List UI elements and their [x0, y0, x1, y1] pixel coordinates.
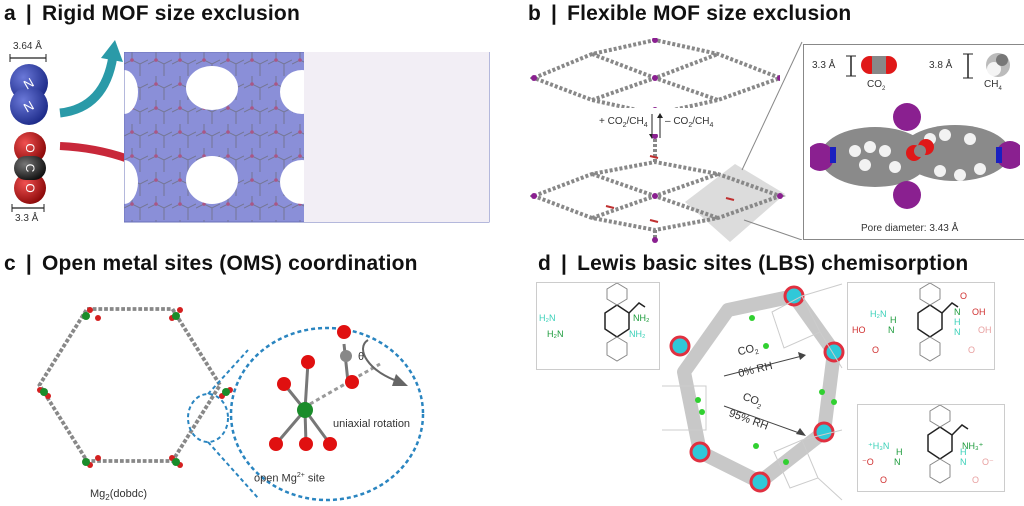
mg-dobdc-framework — [37, 307, 233, 468]
panel-a-title-text: Rigid MOF size exclusion — [41, 2, 300, 25]
carbamic-oh-top: OH — [972, 307, 986, 317]
panel-a: 3.64 Å N N O C O 3.3 Å — [0, 30, 500, 250]
carbamic-o-right: O — [968, 345, 976, 355]
flexible-mof-closed — [530, 134, 786, 243]
adsorb-label: + CO2/CH4 — [599, 116, 648, 129]
carbamate-o-minus-right: O⁻ — [982, 457, 994, 467]
site-label: open Mg2+ site — [254, 472, 325, 485]
title-separator: | — [551, 2, 558, 25]
n2-scale-bar — [9, 54, 47, 62]
rotation-label: uniaxial rotation — [333, 418, 411, 430]
co2-atom-c: C — [23, 164, 37, 173]
co2-atom-o2: O — [23, 183, 37, 192]
co2-size-label: 3.3 Å — [812, 60, 836, 71]
co2-name-label: CO2 — [867, 79, 886, 92]
amine-cyan-right-label: NH₂ — [629, 329, 646, 339]
co2-molecule: O C O — [14, 132, 46, 204]
d-callout-lines — [771, 283, 843, 501]
ch4-size-bar — [963, 53, 973, 79]
carbamate-o-left: O — [880, 475, 888, 485]
pore-spacefill-model — [810, 103, 1020, 209]
framework-label: Mg2(dobdc) — [90, 488, 148, 503]
co2-scale-bar — [11, 204, 45, 212]
rejection-arrow-icon — [59, 40, 123, 118]
carbamic-n-left: N — [888, 325, 895, 335]
panel-c-title-text: Open metal sites (OMS) coordination — [41, 252, 418, 275]
panel-a-title: a | Rigid MOF size exclusion — [4, 2, 300, 26]
carbamic-h-right: H — [954, 317, 961, 327]
carbamate-o-minus-left: ⁻O — [862, 457, 874, 467]
carbamate-o-right: O — [972, 475, 980, 485]
panel-c-letter: c — [4, 252, 16, 275]
desorb-label: – CO2/CH4 — [665, 116, 714, 129]
amine-top-label: NH₂ — [633, 313, 650, 323]
carbamic-h-left: H — [890, 315, 897, 325]
panel-b: + CO2/CH4 – CO2/CH4 3.3 Å CO2 3.8 Å CH4 — [512, 30, 1024, 250]
n2-molecule: N N — [10, 64, 48, 125]
carbamate-h-right: H — [960, 447, 967, 457]
pore-diameter-label: Pore diameter: 3.43 Å — [861, 223, 959, 234]
amine-green-label: H₂N — [547, 329, 564, 339]
zoom-callout-lines — [741, 41, 803, 240]
panel-b-title: b | Flexible MOF size exclusion — [528, 2, 851, 26]
biphenyl-backbone — [927, 405, 969, 484]
title-separator: | — [25, 2, 32, 25]
ch4-name-label: CH4 — [984, 79, 1002, 92]
carbamate-n-left: N — [894, 457, 901, 467]
ammonium-right-label: NH₃⁺ — [962, 441, 984, 451]
panel-b-title-text: Flexible MOF size exclusion — [567, 2, 852, 25]
title-separator: | — [561, 252, 568, 275]
biphenyl-backbone — [917, 283, 959, 362]
carbamate-box: ⁺H₃N NH₃⁺ ⁻O O N H H N O⁻ O — [857, 404, 1005, 492]
co2-spacefill-icon — [861, 56, 897, 74]
co2-atom-o1: O — [23, 143, 37, 152]
panel-d-title: d | Lewis basic sites (LBS) chemisorption — [538, 252, 968, 276]
panel-a-letter: a — [4, 2, 16, 25]
ch4-size-label: 3.8 Å — [929, 60, 953, 71]
zoom-circle — [187, 326, 425, 502]
free-amine-box: H₂N H₂N NH₂ NH₂ — [536, 282, 660, 370]
panel-c-title: c | Open metal sites (OMS) coordination — [4, 252, 418, 276]
panel-b-letter: b — [528, 2, 542, 25]
flexible-mof-open — [530, 38, 780, 108]
rigid-mof-structure — [124, 52, 490, 223]
ammonium-left-label: ⁺H₃N — [868, 441, 890, 451]
carbamic-oh-right: OH — [978, 325, 992, 335]
biphenyl-backbone — [604, 283, 646, 362]
carbamic-n-right: N — [954, 327, 961, 337]
amine-mof-ring — [662, 285, 845, 493]
carbamic-n-top: N — [954, 307, 961, 317]
amine-cyan-label: H₂N — [539, 313, 556, 323]
carbamate-n-right: N — [960, 457, 967, 467]
ch4-spacefill-icon — [986, 53, 1010, 77]
panel-d: H₂N H₂N NH₂ NH₂ CO2 0% RH CO2 95% RH — [512, 280, 1024, 502]
panel-d-title-text: Lewis basic sites (LBS) chemisorption — [577, 252, 969, 275]
free-amine-label: H₂N — [870, 309, 887, 319]
co2-size-bar — [846, 55, 856, 77]
co2-width-label: 3.3 Å — [15, 213, 39, 224]
spacefill-region — [304, 52, 489, 222]
pore-detail-box: 3.3 Å CO2 3.8 Å CH4 Pore diameter: 3.43 … — [803, 44, 1024, 240]
panel-d-letter: d — [538, 252, 552, 275]
carbamic-o-left: O — [872, 345, 880, 355]
reaction-arrows — [723, 352, 806, 436]
theta-label: θ — [358, 351, 364, 363]
carbamic-acid-box: H₂N OH O N HO O N H H N OH O — [847, 282, 995, 370]
carbamic-ho-left: HO — [852, 325, 866, 335]
panel-c: Mg2(dobdc) θ uniaxial rotation open Mg2+… — [0, 280, 512, 502]
carbamic-o-top: O — [960, 291, 968, 301]
carbamate-h-left: H — [896, 447, 903, 457]
title-separator: | — [25, 252, 32, 275]
n2-width-label: 3.64 Å — [13, 41, 42, 52]
open-mg-site-model: θ — [269, 325, 408, 451]
